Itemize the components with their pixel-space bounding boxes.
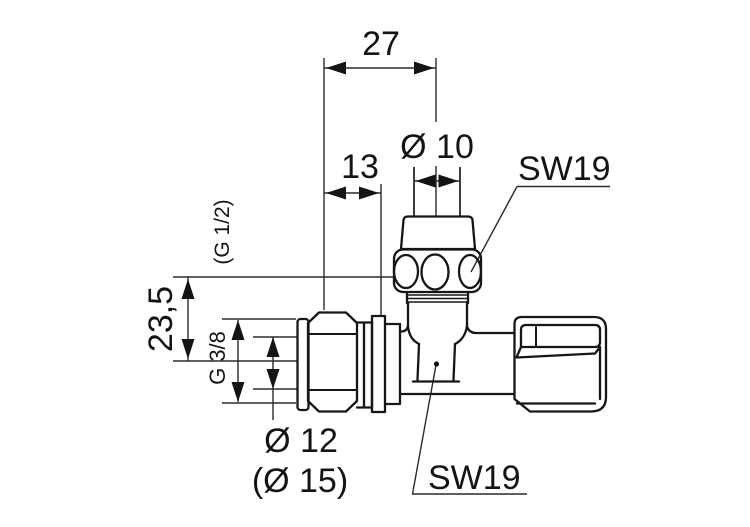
thread-band-sides xyxy=(405,290,470,305)
dim-d12-label: Ø 12 xyxy=(264,422,338,460)
leader-end-dot xyxy=(433,361,440,367)
dimension-arrowheads xyxy=(181,61,459,402)
ext-lines-d12 xyxy=(253,336,297,390)
body-collar xyxy=(383,322,402,406)
washer-band xyxy=(355,321,374,409)
labels: 27 13 Ø 10 SW19 (G 1/2) 23,5 G 3/8 Ø 12 … xyxy=(142,25,611,500)
sw19-bottom-leader xyxy=(411,364,437,495)
thread-band-lines xyxy=(406,294,469,303)
dim-13-label: 13 xyxy=(341,148,379,186)
valve-body-outline xyxy=(296,215,608,414)
dim-235-label: 23,5 xyxy=(142,286,180,352)
g38-thread-label: G 3/8 xyxy=(205,331,230,385)
body-tube-top-right xyxy=(465,301,516,335)
dim-27-label: 27 xyxy=(362,25,400,63)
handle-grip-bevel xyxy=(515,345,602,359)
inlet-flange xyxy=(370,314,387,414)
handle-outline xyxy=(513,315,608,413)
ext-lines-g38 xyxy=(222,318,296,404)
handle-grip-top-face xyxy=(519,323,602,349)
sw19-bottom-label: SW19 xyxy=(428,459,521,497)
dimension-lines xyxy=(173,58,610,495)
sw19-nut-face-right xyxy=(457,253,483,290)
seat-stub xyxy=(411,342,461,383)
sw19-top-label: SW19 xyxy=(518,150,611,188)
sw19-nut-face-center xyxy=(420,253,450,291)
sw19-nut-face-left xyxy=(392,253,420,290)
bonnet xyxy=(399,215,477,251)
sw19-top-leader xyxy=(470,186,518,273)
g12-thread-label: (G 1/2) xyxy=(211,199,234,264)
dim-d15-label: (Ø 15) xyxy=(252,462,348,500)
dim-d10-label: Ø 10 xyxy=(400,128,474,166)
spindle-pipe-walls xyxy=(413,167,461,217)
body-tube-top-left xyxy=(398,301,410,333)
compression-nut xyxy=(306,311,359,413)
compression-nut-facet-lines xyxy=(307,333,358,391)
seat-stub-fillets xyxy=(406,324,469,346)
